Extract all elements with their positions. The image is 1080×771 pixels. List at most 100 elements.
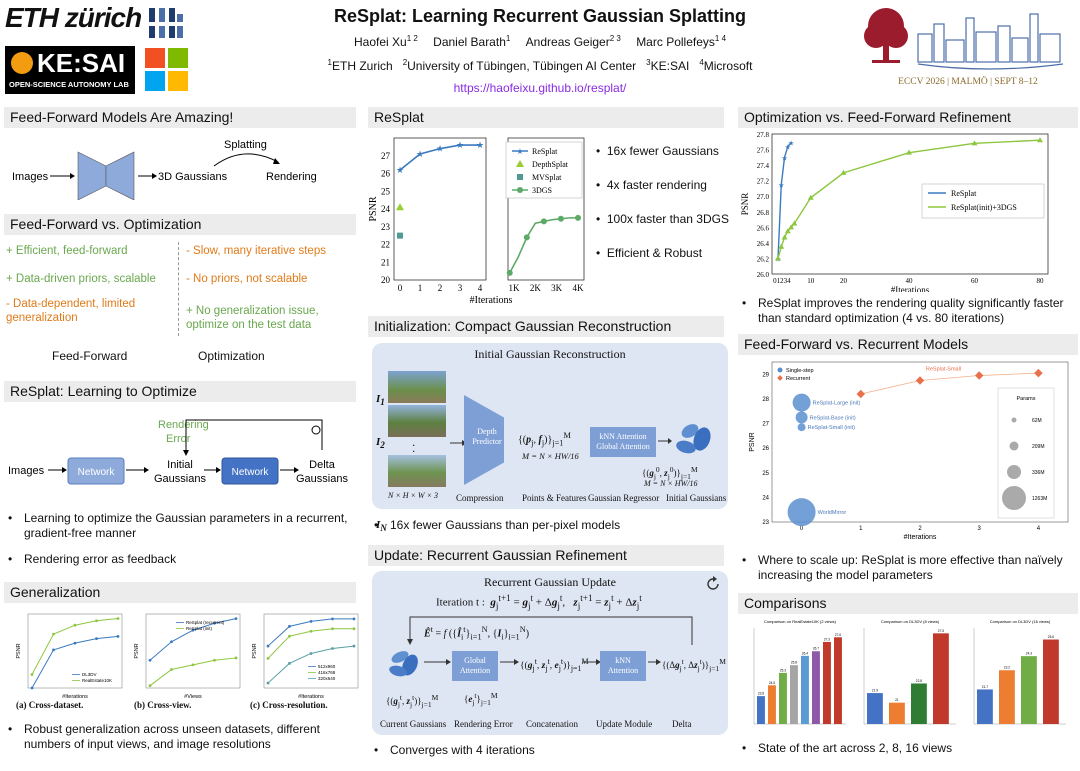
cmp-bar xyxy=(889,702,905,724)
rec-xtick: 2 xyxy=(918,526,922,532)
opt-label: Optimization xyxy=(198,349,265,363)
resplat-section-title: ReSplat xyxy=(368,107,724,128)
cmp-bar xyxy=(999,670,1015,724)
update-section-title: Update: Recurrent Gaussian Refinement xyxy=(368,545,724,566)
gen-caption-b: (b) Cross-view. xyxy=(134,700,192,710)
cmp-bar-label: 23.8 xyxy=(758,692,764,696)
rec-legend-label: Single-step xyxy=(786,368,814,374)
gen-point xyxy=(95,619,98,623)
main-ytick: 24 xyxy=(381,204,391,214)
update-label-current: Current Gaussians xyxy=(380,719,447,729)
gaussians-icon xyxy=(658,424,711,454)
main-xtick: 4 xyxy=(478,283,483,293)
cmp-bar-label: 27.6 xyxy=(835,633,841,637)
opt-ytick: 26.2 xyxy=(757,255,770,263)
opt-point xyxy=(775,255,781,261)
gen-point xyxy=(148,658,152,662)
ff-rendering-label: Rendering xyxy=(266,171,317,183)
tuebingen-logo xyxy=(147,8,185,38)
opt-point xyxy=(906,149,912,155)
gen-point xyxy=(331,617,334,621)
cmp-bar xyxy=(768,685,776,724)
cmp-bar-label: 24.3 xyxy=(1026,652,1032,656)
cmp-bar xyxy=(1043,639,1059,724)
resplat-bullet-2: • 4x faster rendering xyxy=(596,178,707,192)
opt-xtick: 01234 xyxy=(773,277,791,285)
project-url[interactable]: https://haofeixu.github.io/resplat/ xyxy=(453,81,627,95)
size-legend-label: 1263M xyxy=(1032,496,1047,502)
main-xtick: 0 xyxy=(398,283,403,293)
network-2-label: Network xyxy=(232,467,270,478)
ff-section-title: Feed-Forward Models Are Amazing! xyxy=(4,107,356,128)
gen-plot-frame xyxy=(145,613,241,689)
opt-point: ★ xyxy=(781,154,787,162)
arrow-1 xyxy=(424,659,451,665)
rec-ytick: 28 xyxy=(762,397,769,403)
cmp-bar-label: 21.9 xyxy=(872,689,878,693)
rec-ytick: 24 xyxy=(762,495,769,501)
gen-legend-label: 416x768 xyxy=(318,670,336,675)
opt-legend-label: ReSplat xyxy=(951,189,977,198)
gen-xlabel: #Iterations xyxy=(62,694,88,700)
gen-point xyxy=(191,628,195,632)
opt-ytick: 27.4 xyxy=(757,162,770,170)
legend-marker: ★ xyxy=(516,147,523,156)
gen-point xyxy=(331,647,334,650)
cmp-bar-label: 27.5 xyxy=(938,629,944,633)
author-3: Andreas Geiger2 3 xyxy=(525,34,621,49)
resplat-point: ★ xyxy=(456,140,464,150)
resplat-line xyxy=(399,144,480,171)
opt-xtick: 10 xyxy=(807,277,815,285)
opt-point xyxy=(788,224,795,230)
ff-diagram: Images 3D Gaussians Splatting Rendering xyxy=(12,139,317,200)
cmp-section-title: Comparisons xyxy=(738,593,1078,614)
encoder-shape xyxy=(77,151,107,200)
legend-marker xyxy=(516,160,524,167)
opt-point xyxy=(784,228,791,234)
rec-ylabel: PSNR xyxy=(749,432,756,451)
opt-ytick: 26.6 xyxy=(757,224,770,232)
opt-ytick: 27.8 xyxy=(757,131,770,139)
size-legend-marker xyxy=(1011,417,1017,423)
opt-point-3: + No generalization issue, optimize on t… xyxy=(186,305,319,331)
kesai-logo: KE:SAI OPEN-SCIENCE AUTONOMY LAB xyxy=(5,46,135,94)
ff-point-1: + Efficient, feed-forward xyxy=(6,245,128,257)
current-formula: {(gjt, zjt)}j=1M xyxy=(386,693,439,709)
size-legend-marker xyxy=(1009,441,1019,451)
cmp-bar-label: 25.8 xyxy=(791,661,797,665)
gen-point xyxy=(170,640,173,644)
opt-ytick: 27.0 xyxy=(757,193,770,201)
cmp-bar-label: 27.3 xyxy=(824,637,830,641)
gen-plot-frame xyxy=(263,613,359,689)
recurrent-point xyxy=(1034,368,1043,378)
rec-ytick: 23 xyxy=(762,520,769,526)
size-legend-label: 336M xyxy=(1032,470,1045,476)
opt-plot-frame xyxy=(771,133,1049,275)
gen-section-title: Generalization xyxy=(4,582,356,603)
opt-ylabel: PSNR xyxy=(740,193,750,216)
main-plot-frame-right xyxy=(507,137,585,281)
main-xtick: 3K xyxy=(551,283,563,293)
main-ytick: 27 xyxy=(381,151,391,161)
depthsplat-point xyxy=(396,203,404,211)
rec-legend-marker xyxy=(777,367,783,373)
cmp-bar-label: 24.5 xyxy=(769,681,775,685)
gen-caption-c: (c) Cross-resolution. xyxy=(250,700,328,710)
vs-section-title: Feed-Forward vs. Optimization xyxy=(4,214,356,235)
opt-point xyxy=(778,243,785,249)
main-xlabel: #Iterations xyxy=(470,295,513,306)
3dgs-point xyxy=(540,218,547,225)
gen-point xyxy=(95,637,98,641)
single-step-point xyxy=(797,423,806,432)
gen-legend-label: ReSplat (init) xyxy=(186,626,213,631)
opt-xtick: 40 xyxy=(906,277,914,285)
main-xtick: 2K xyxy=(530,283,542,293)
delta-formula: {(Δgjt, Δzjt)}j=1M xyxy=(662,657,726,673)
gen-point xyxy=(309,620,313,623)
opt-series-line xyxy=(777,142,792,259)
